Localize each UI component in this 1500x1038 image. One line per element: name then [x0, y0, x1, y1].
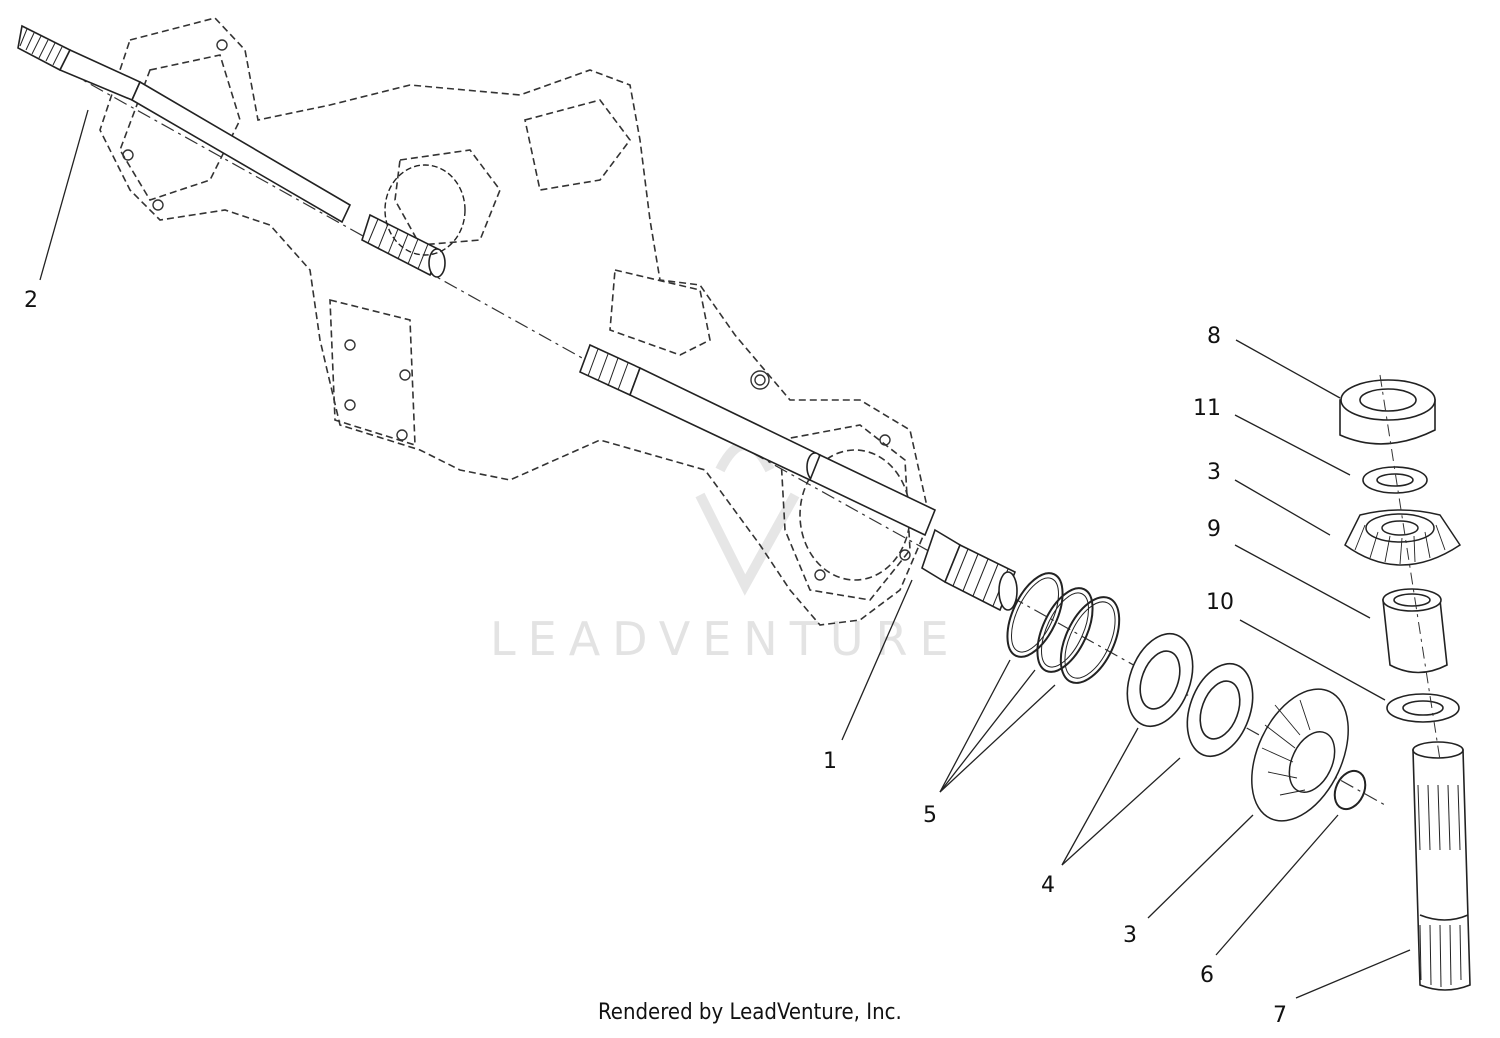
housing-bolt-holes [122, 39, 911, 581]
axle-shaft-1 [578, 343, 1018, 612]
leader-lines [39, 109, 1411, 999]
pinion-shaft-7 [1412, 741, 1471, 991]
callout-8: 8 [1207, 324, 1221, 349]
bevel-gear-3-upper [1344, 509, 1462, 566]
callout-11: 11 [1193, 396, 1221, 421]
washer-10 [1386, 693, 1460, 723]
callout-7: 7 [1273, 1003, 1287, 1028]
callout-9: 9 [1207, 517, 1221, 542]
callout-1: 1 [823, 749, 837, 774]
callout-3-upper: 3 [1207, 460, 1221, 485]
transaxle-housing [99, 17, 931, 626]
washer-11 [1362, 466, 1428, 494]
snap-rings-5 [1006, 572, 1121, 684]
rendered-by-credit: Rendered by LeadVenture, Inc. [598, 1000, 902, 1025]
callout-10: 10 [1206, 590, 1234, 615]
callout-5: 5 [923, 803, 937, 828]
watermark: LEADVENTURE [490, 612, 961, 666]
axle-shaft-2 [17, 24, 466, 278]
stack-centerline [1379, 374, 1441, 761]
snap-ring-6 [1333, 769, 1367, 811]
callout-6: 6 [1200, 963, 1214, 988]
bevel-gear-3-lower [1251, 688, 1349, 822]
bearing-8 [1339, 379, 1436, 445]
callout-4: 4 [1041, 873, 1055, 898]
callout-3-lower: 3 [1123, 923, 1137, 948]
callout-2: 2 [24, 288, 38, 313]
bearings-4 [1126, 632, 1254, 758]
spacer-9 [1382, 588, 1448, 674]
